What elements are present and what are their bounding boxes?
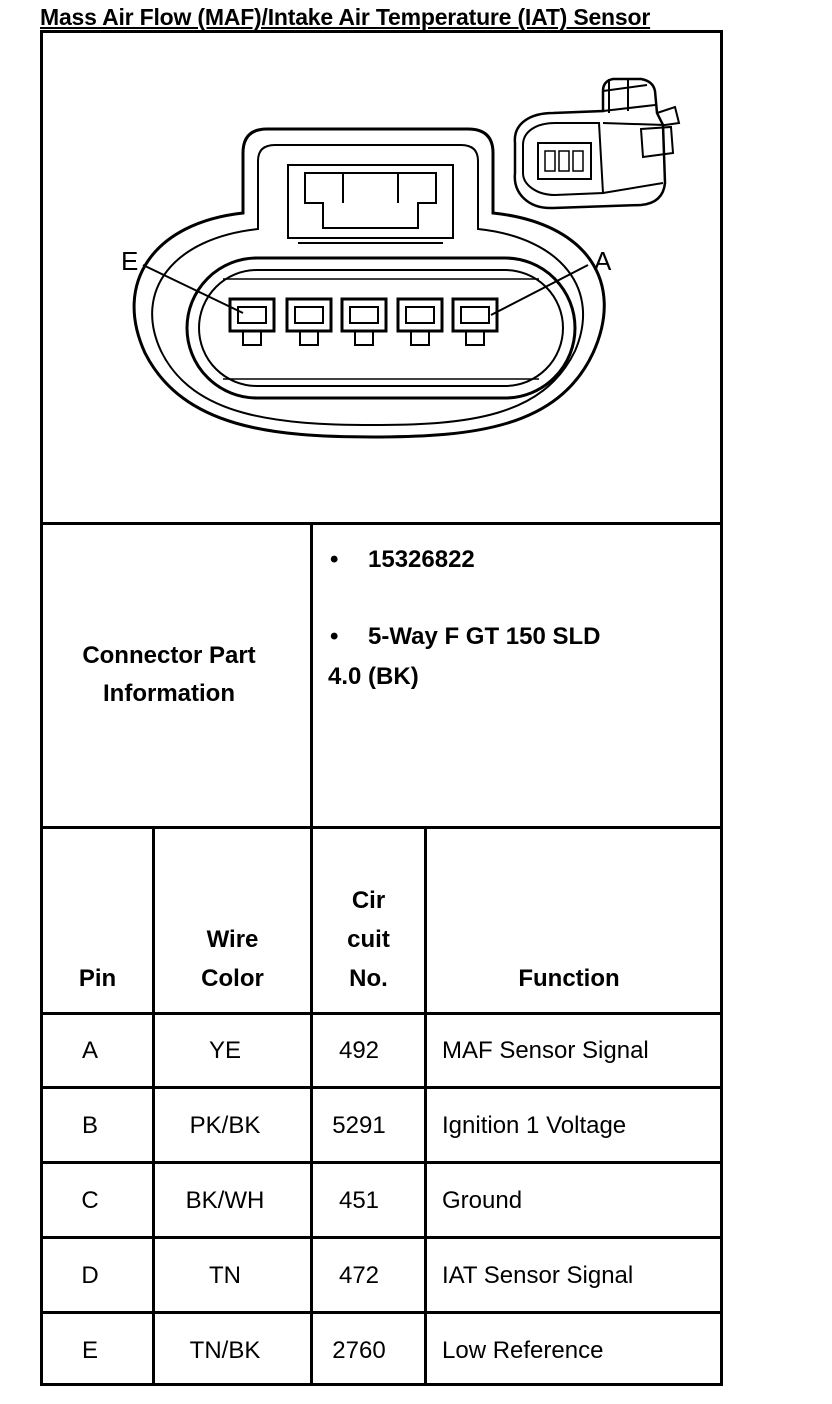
page-title: Mass Air Flow (MAF)/Intake Air Temperatu… [40, 4, 651, 30]
divider-diagram-bottom [40, 522, 723, 525]
divider-function-column [424, 826, 427, 1386]
part-number-item: •15326822 [330, 540, 475, 580]
row-b-circuit: 5291 [332, 1112, 386, 1139]
row-c-wire-color: BK/WH [185, 1187, 265, 1214]
divider-row-a [40, 1086, 723, 1089]
divider-row-d [40, 1311, 723, 1314]
row-b-function: Ignition 1 Voltage [442, 1112, 627, 1139]
row-b-pin: B [81, 1112, 98, 1139]
pin-a-cavity [451, 297, 499, 346]
row-b-wire-color: PK/BK [189, 1112, 261, 1139]
connector-description-continued: 4.0 (BK) [328, 663, 419, 690]
connector-face-diagram: E A [121, 77, 681, 439]
pin-d-cavity [285, 297, 333, 346]
row-a-circuit: 492 [338, 1037, 380, 1064]
connector-table-frame [40, 30, 723, 1386]
header-pin: Pin [78, 965, 117, 992]
pin-a-label: A [594, 246, 612, 276]
row-e-circuit: 2760 [332, 1337, 386, 1364]
divider-info-bottom [40, 826, 723, 829]
header-circuit-line1: Cir [351, 887, 386, 914]
row-c-circuit: 451 [338, 1187, 380, 1214]
pin-e-cavity [228, 297, 276, 346]
row-d-function: IAT Sensor Signal [442, 1262, 634, 1289]
row-e-pin: E [81, 1337, 98, 1364]
header-circuit-line2: cuit [347, 926, 390, 953]
header-circuit-line3: No. [349, 965, 388, 992]
divider-header-bottom [40, 1012, 723, 1015]
connector-3d-illustration [513, 77, 681, 210]
row-a-wire-color: YE [208, 1037, 241, 1064]
row-c-pin: C [81, 1187, 99, 1214]
row-a-pin: A [81, 1037, 98, 1064]
header-function: Function [518, 965, 620, 992]
pin-e-label: E [121, 246, 138, 276]
header-wire-color-line2: Color [201, 965, 264, 992]
pin-b-cavity [396, 297, 444, 346]
row-a-function: MAF Sensor Signal [442, 1037, 649, 1064]
divider-row-c [40, 1236, 723, 1239]
connector-part-info-label: Connector Part Information [82, 642, 256, 707]
row-e-function: Low Reference [442, 1337, 604, 1364]
row-d-circuit: 472 [338, 1262, 380, 1289]
connector-description-item: •5-Way F GT 150 SLD [330, 617, 601, 657]
header-wire-color-line1: Wire [206, 926, 259, 953]
row-e-wire-color: TN/BK [189, 1337, 261, 1364]
pin-c-cavity [340, 297, 388, 346]
divider-pin-column [152, 826, 155, 1386]
bullet: • [330, 546, 339, 573]
divider-row-b [40, 1161, 723, 1164]
row-d-wire-color: TN [209, 1262, 241, 1289]
divider-info-column [310, 522, 313, 1386]
row-d-pin: D [81, 1262, 99, 1289]
row-c-function: Ground [442, 1187, 523, 1214]
bullet: • [330, 623, 339, 650]
